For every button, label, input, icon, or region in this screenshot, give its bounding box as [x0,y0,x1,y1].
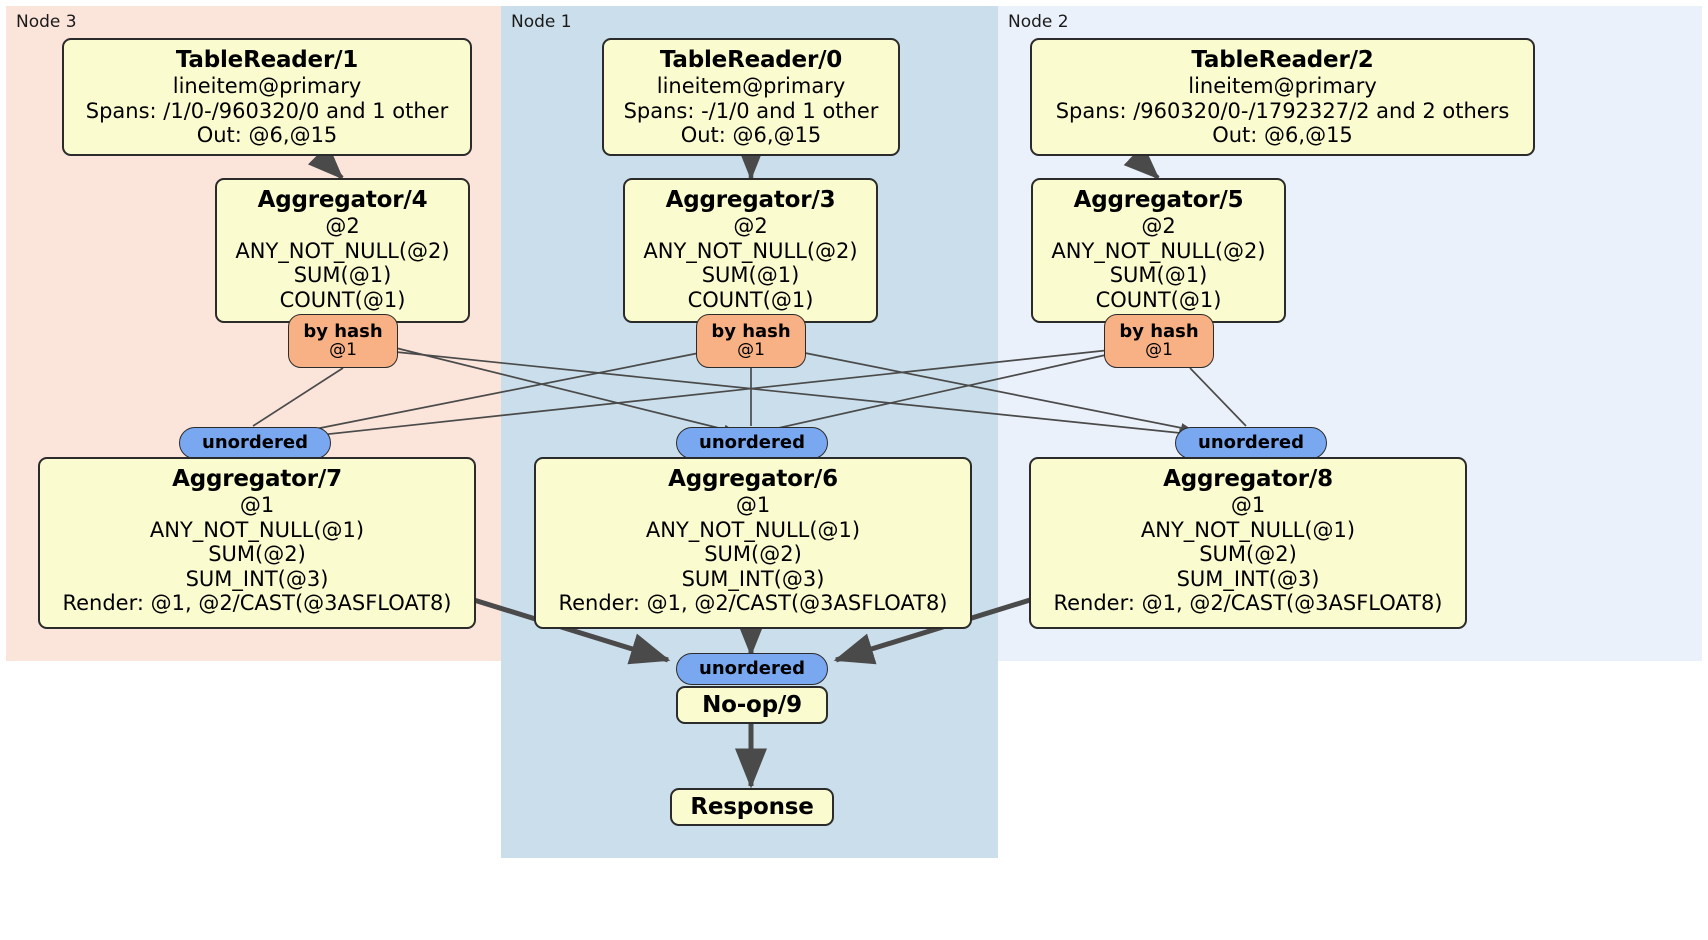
router-subtitle: @1 [1145,339,1173,360]
processor-tablereader0[interactable]: TableReader/0 lineitem@primary Spans: -/… [602,38,900,156]
synchronizer-title: unordered [699,431,805,453]
synchronizer-unordered-center[interactable]: unordered [676,427,828,459]
processor-detail-line: Spans: -/1/0 and 1 other [623,98,879,123]
processor-detail-line: SUM(@2) [208,542,306,567]
processor-detail-line: lineitem@primary [1188,74,1377,99]
processor-detail-line: Out: @6,@15 [1212,123,1353,148]
processor-detail-line: Render: @1, @2/CAST(@3ASFLOAT8) [558,591,948,616]
processor-detail-line: Render: @1, @2/CAST(@3ASFLOAT8) [62,591,452,616]
processor-detail-line: Out: @6,@15 [196,123,338,148]
processor-response[interactable]: Response [670,788,834,826]
processor-detail-line: SUM(@1) [293,263,392,288]
router-by-hash-center[interactable]: by hash @1 [696,314,806,368]
processor-detail-line: Spans: /960320/0-/1792327/2 and 2 others [1055,98,1510,123]
processor-detail-line: SUM_INT(@3) [185,566,329,591]
processor-aggregator8[interactable]: Aggregator/8 @1 ANY_NOT_NULL(@1) SUM(@2)… [1029,457,1467,629]
processor-title: Aggregator/3 [665,187,836,213]
processor-aggregator7[interactable]: Aggregator/7 @1 ANY_NOT_NULL(@1) SUM(@2)… [38,457,476,629]
processor-detail-line: ANY_NOT_NULL(@2) [643,238,858,263]
node-region-label-node3: Node 3 [16,12,77,32]
processor-tablereader2[interactable]: TableReader/2 lineitem@primary Spans: /9… [1030,38,1535,156]
processor-detail-line: SUM(@1) [701,263,800,288]
processor-detail-line: COUNT(@1) [1095,287,1222,312]
processor-aggregator5[interactable]: Aggregator/5 @2 ANY_NOT_NULL(@2) SUM(@1)… [1031,178,1286,323]
processor-detail-line: SUM(@2) [1199,542,1297,567]
processor-title: Aggregator/7 [172,466,342,492]
router-by-hash-right[interactable]: by hash @1 [1104,314,1214,368]
router-title: by hash [711,320,791,342]
processor-detail-line: COUNT(@1) [687,287,814,312]
processor-detail-line: @2 [733,214,768,239]
router-title: by hash [1119,320,1199,342]
processor-title: Aggregator/8 [1163,466,1333,492]
processor-aggregator6[interactable]: Aggregator/6 @1 ANY_NOT_NULL(@1) SUM(@2)… [534,457,972,629]
processor-title: TableReader/1 [175,47,359,73]
processor-title: Aggregator/4 [257,187,428,213]
processor-detail-line: SUM(@2) [704,542,802,567]
processor-title: No-op/9 [702,691,802,718]
processor-detail-line: ANY_NOT_NULL(@2) [1051,238,1266,263]
node-region-label-node2: Node 2 [1008,12,1069,32]
synchronizer-unordered-left[interactable]: unordered [179,427,331,459]
synchronizer-unordered-final[interactable]: unordered [676,653,828,685]
processor-detail-line: COUNT(@1) [279,287,406,312]
router-subtitle: @1 [329,339,357,360]
processor-detail-line: SUM(@1) [1109,263,1208,288]
processor-detail-line: @1 [1230,493,1266,518]
router-subtitle: @1 [737,339,765,360]
processor-detail-line: ANY_NOT_NULL(@1) [645,517,861,542]
processor-detail-line: Spans: /1/0-/960320/0 and 1 other [85,98,449,123]
processor-aggregator3[interactable]: Aggregator/3 @2 ANY_NOT_NULL(@2) SUM(@1)… [623,178,878,323]
processor-title: TableReader/2 [1191,47,1374,73]
synchronizer-title: unordered [1198,431,1304,453]
processor-detail-line: @1 [239,493,275,518]
node-region-label-node1: Node 1 [511,12,572,32]
synchronizer-title: unordered [202,431,308,453]
processor-aggregator4[interactable]: Aggregator/4 @2 ANY_NOT_NULL(@2) SUM(@1)… [215,178,470,323]
processor-detail-line: @2 [1141,214,1176,239]
processor-detail-line: ANY_NOT_NULL(@2) [235,238,450,263]
processor-detail-line: SUM_INT(@3) [1176,566,1320,591]
processor-detail-line: Render: @1, @2/CAST(@3ASFLOAT8) [1053,591,1443,616]
processor-detail-line: @1 [735,493,771,518]
synchronizer-unordered-right[interactable]: unordered [1175,427,1327,459]
router-by-hash-left[interactable]: by hash @1 [288,314,398,368]
processor-title: Response [690,793,814,820]
processor-tablereader1[interactable]: TableReader/1 lineitem@primary Spans: /1… [62,38,472,156]
processor-detail-line: SUM_INT(@3) [681,566,825,591]
processor-title: TableReader/0 [659,47,843,73]
processor-title: Aggregator/6 [668,466,838,492]
processor-noop9[interactable]: No-op/9 [676,686,828,724]
router-title: by hash [303,320,383,342]
processor-title: Aggregator/5 [1073,187,1244,213]
processor-detail-line: Out: @6,@15 [680,123,822,148]
processor-detail-line: lineitem@primary [656,74,846,99]
processor-detail-line: ANY_NOT_NULL(@1) [1140,517,1356,542]
processor-detail-line: lineitem@primary [172,74,362,99]
processor-detail-line: @2 [325,214,360,239]
synchronizer-title: unordered [699,657,805,679]
processor-detail-line: ANY_NOT_NULL(@1) [149,517,365,542]
